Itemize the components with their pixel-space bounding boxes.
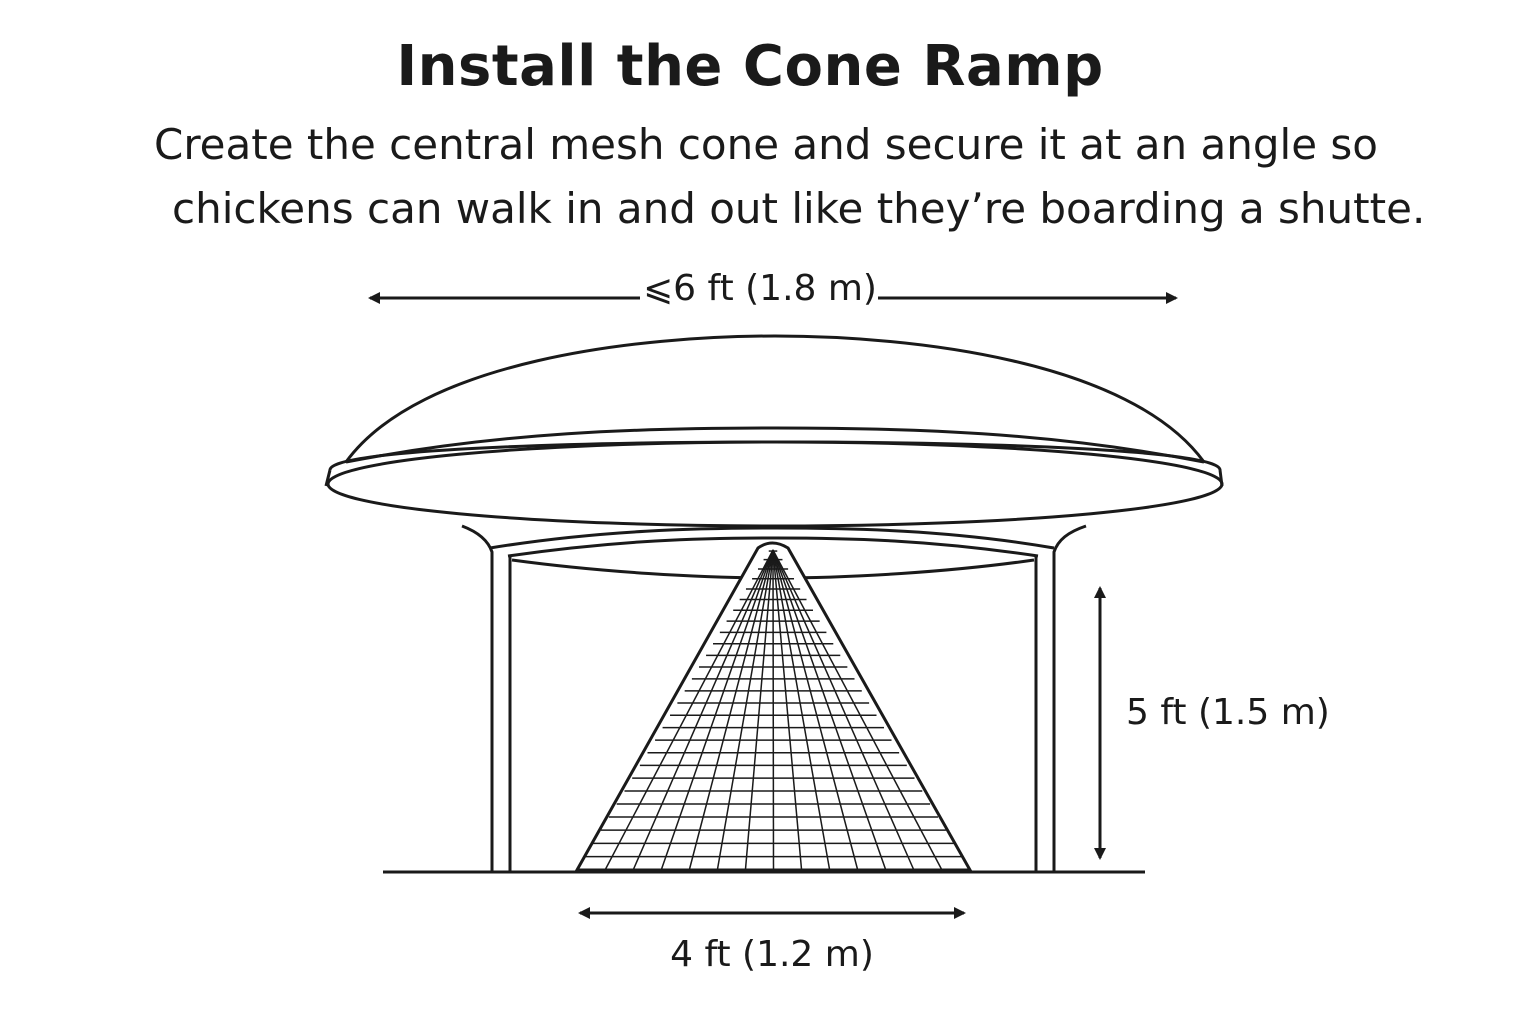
dome-roof bbox=[324, 334, 1224, 528]
mesh-cone bbox=[574, 541, 973, 872]
base-width-label: 4 ft (1.2 m) bbox=[670, 934, 874, 975]
description-line-2: chickens can walk in and out like they’r… bbox=[172, 184, 1426, 233]
base-width-dimension: 4 ft (1.2 m) bbox=[578, 907, 966, 975]
top-width-label: ⩽6 ft (1.8 m) bbox=[643, 268, 877, 309]
height-dimension: 5 ft (1.5 m) bbox=[1094, 586, 1330, 860]
description-line-1: Create the central mesh cone and secure … bbox=[154, 120, 1378, 169]
height-label: 5 ft (1.5 m) bbox=[1126, 692, 1330, 733]
page-title: Install the Cone Ramp bbox=[396, 34, 1104, 99]
top-width-dimension: ⩽6 ft (1.8 m) bbox=[368, 268, 1178, 309]
mesh-radial-line bbox=[772, 549, 775, 871]
